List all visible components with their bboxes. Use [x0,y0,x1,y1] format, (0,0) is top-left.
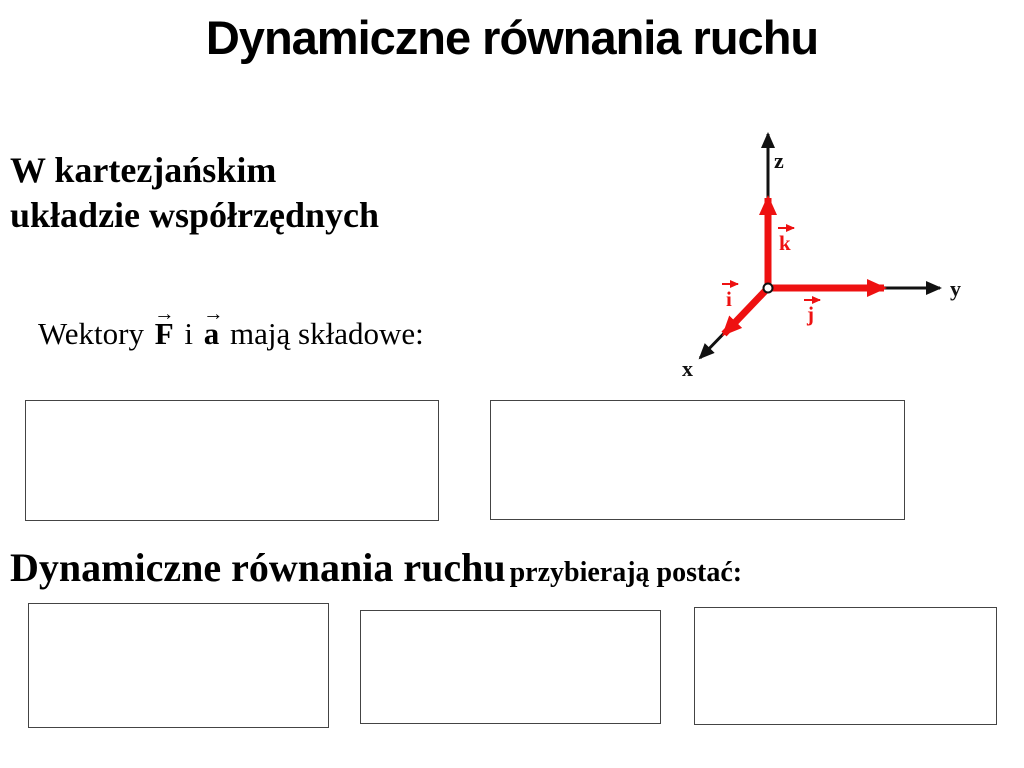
formula-box-acceleration-components [490,400,905,520]
vector-arrow-icon: → [203,302,224,325]
z-axis-label: z [774,148,784,173]
j-label: j [806,302,814,326]
i-label: i [726,287,732,311]
vectors-sentence-conjunction: i [184,316,194,351]
equations-heading: Dynamiczne równania ruchu przybierają po… [10,544,742,591]
equations-heading-main: Dynamiczne równania ruchu [10,545,506,590]
origin-point [762,282,774,294]
coordinate-system-heading: W kartezjańskim układzie współrzędnych [10,148,379,238]
vectors-sentence-tail: mają składowe: [230,316,424,351]
vector-f-letter: F [154,316,174,351]
vectors-sentence: Wektory →F i →a mają składowe: [38,303,424,352]
vector-arrow-icon: → [154,302,175,325]
slide-title: Dynamiczne równania ruchu [205,11,819,64]
equation-box-2 [360,610,661,724]
vectors-sentence-lead: Wektory [38,316,144,351]
vector-a-letter: a [203,316,220,351]
vector-f-symbol: →F [152,303,177,352]
cartesian-axes-diagram: z y x k j i [682,132,961,381]
heading-line-2: układzie współrzędnych [10,195,380,235]
vector-a-symbol: →a [201,303,223,352]
unit-vector-i [721,285,771,337]
x-axis-label: x [682,356,693,381]
equation-box-1 [28,603,329,728]
k-label: k [779,231,791,255]
heading-line-1: W kartezjańskim [10,150,277,190]
equations-heading-suffix: przybierają postać: [509,557,743,588]
y-axis-label: y [950,276,961,301]
equation-box-3 [694,607,997,725]
formula-box-force-components [25,400,439,521]
